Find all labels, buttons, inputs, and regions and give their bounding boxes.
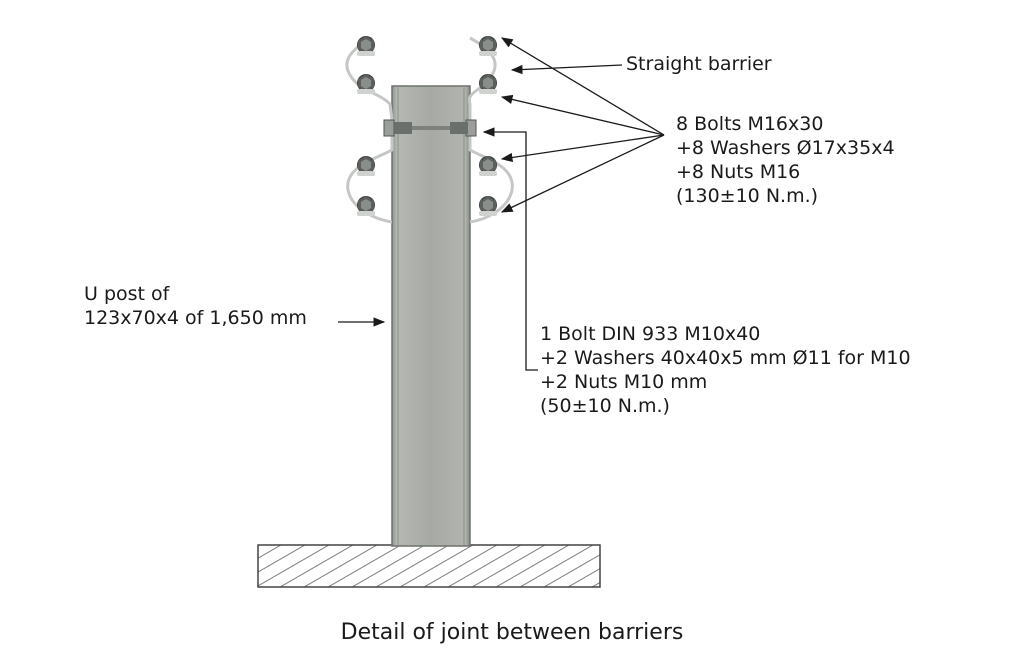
ground-base bbox=[257, 544, 601, 588]
leader-straight-barrier bbox=[510, 64, 623, 75]
bolt-left-4 bbox=[357, 196, 375, 216]
post-line-1: U post of bbox=[84, 283, 170, 305]
bolt-left-3 bbox=[357, 156, 375, 176]
leader-m10-bolt bbox=[482, 127, 538, 371]
bolts-line-4: (130±10 N.m.) bbox=[676, 185, 819, 207]
bolt-right-1 bbox=[479, 36, 497, 56]
bolt-right-3 bbox=[479, 156, 497, 176]
bolt-left-1 bbox=[357, 36, 375, 56]
label-bolts-group: 8 Bolts M16x30 +8 Washers Ø17x35x4 +8 Nu… bbox=[676, 112, 895, 208]
post-line-2: 123x70x4 of 1,650 mm bbox=[84, 307, 307, 329]
bolt-right-2 bbox=[479, 74, 497, 94]
bolts-line-2: +8 Washers Ø17x35x4 bbox=[676, 137, 895, 159]
bolt-right-4 bbox=[479, 196, 497, 216]
label-u-post: U post of 123x70x4 of 1,650 mm bbox=[84, 282, 307, 330]
u-post bbox=[391, 85, 471, 547]
label-straight-barrier: Straight barrier bbox=[626, 53, 772, 75]
din-line-1: 1 Bolt DIN 933 M10x40 bbox=[540, 323, 761, 345]
bolt-left-2 bbox=[357, 74, 375, 94]
din-line-4: (50±10 N.m.) bbox=[540, 395, 670, 417]
diagram-caption: Detail of joint between barriers bbox=[340, 620, 684, 645]
din-line-3: +2 Nuts M10 mm bbox=[540, 371, 708, 393]
bolts-line-3: +8 Nuts M16 bbox=[676, 161, 801, 183]
bolts-line-1: 8 Bolts M16x30 bbox=[676, 113, 824, 135]
center-bolt bbox=[383, 119, 477, 137]
leaders-bolt-group bbox=[500, 37, 665, 213]
din-line-2: +2 Washers 40x40x5 mm Ø11 for M10 bbox=[540, 347, 911, 369]
label-bolt-din: 1 Bolt DIN 933 M10x40 +2 Washers 40x40x5… bbox=[540, 322, 911, 418]
